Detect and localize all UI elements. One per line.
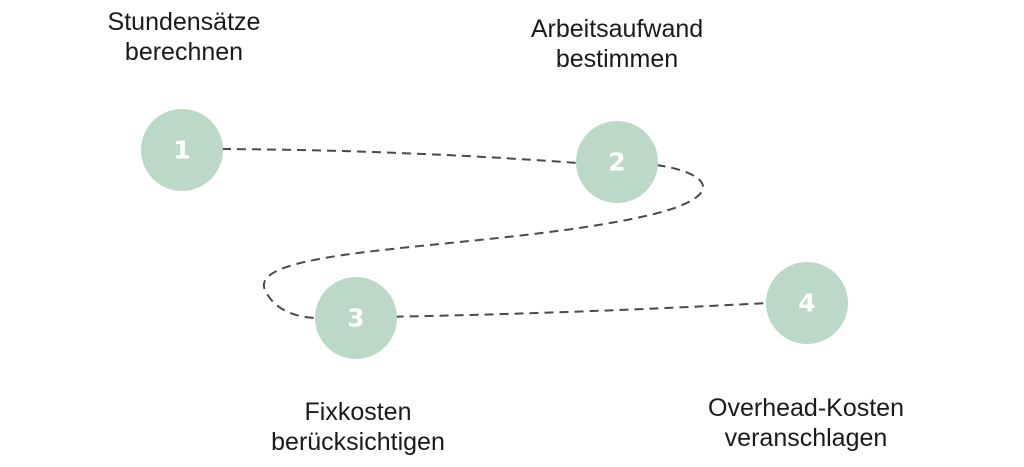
step-number-3: 3 bbox=[347, 304, 364, 333]
step-label-4: Overhead-Kosten veranschlagen bbox=[708, 393, 904, 453]
step-label-2-line2: bestimmen bbox=[555, 45, 679, 73]
dashed-connector bbox=[221, 148, 769, 320]
step-node-1: 1 bbox=[141, 109, 223, 191]
step-number-2: 2 bbox=[608, 148, 625, 177]
step-label-3-line1: Fixkosten bbox=[304, 398, 412, 426]
step-number-1: 1 bbox=[173, 136, 190, 165]
step-label-1-line2: berechnen bbox=[124, 38, 244, 66]
step-label-4-line2: veranschlagen bbox=[724, 424, 888, 452]
step-label-4-line1: Overhead-Kosten bbox=[708, 394, 904, 422]
step-label-1: Stundensätze berechnen bbox=[108, 7, 261, 67]
step-node-3: 3 bbox=[315, 277, 397, 359]
step-label-2-line1: Arbeitsaufwand bbox=[530, 15, 704, 43]
step-number-4: 4 bbox=[798, 289, 815, 318]
step-label-2: Arbeitsaufwand bestimmen bbox=[531, 14, 703, 74]
step-label-3: Fixkosten berücksichtigen bbox=[271, 397, 445, 457]
step-node-4: 4 bbox=[766, 262, 848, 344]
step-label-1-line1: Stundensätze bbox=[107, 8, 261, 36]
step-label-3-line2: berücksichtigen bbox=[271, 428, 445, 456]
step-node-2: 2 bbox=[576, 121, 658, 203]
